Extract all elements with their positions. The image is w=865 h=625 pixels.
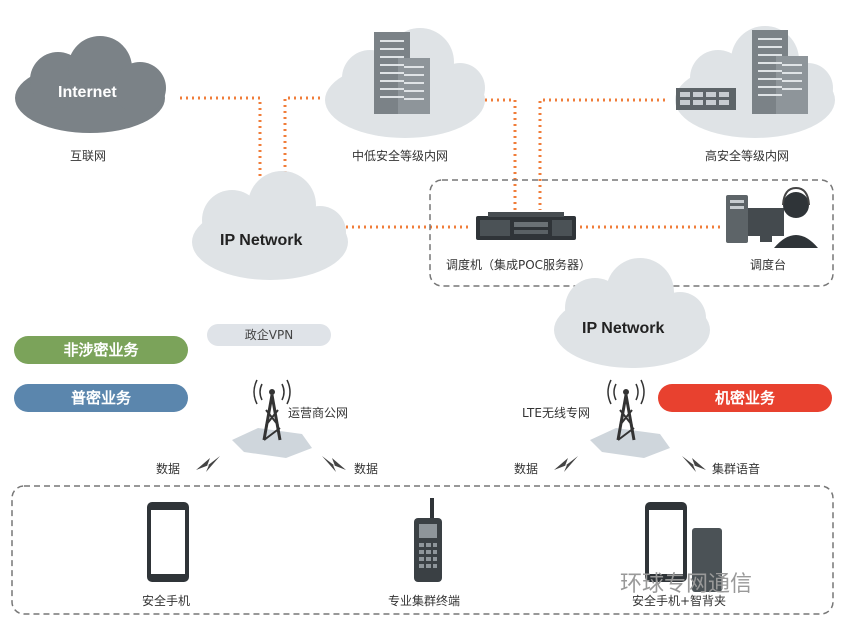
watermark-text: 环球专网通信: [620, 572, 753, 597]
ip-network-right-title: IP Network: [582, 320, 665, 337]
dispatcher-label: 调度机（集成POC服务器）: [446, 258, 592, 272]
internet-cloud: [15, 36, 166, 133]
radio-terminal-icon: [414, 498, 442, 582]
secure-phone-label: 安全手机: [142, 594, 191, 608]
general-classified-badge: 普密业务: [14, 384, 188, 412]
data-label: 数据: [354, 462, 379, 476]
bolt-icon: [322, 456, 346, 472]
internet-label: 互联网: [70, 149, 107, 163]
building-server-icon: [676, 30, 808, 114]
ip-network-left-cloud: [192, 171, 348, 280]
lte-private-label: LTE无线专网: [522, 406, 590, 420]
public-net-label: 运营商公网: [288, 406, 349, 420]
high-security-net-label: 高安全等级内网: [705, 149, 790, 163]
trunk-terminal-label: 专业集群终端: [388, 594, 461, 608]
low-security-net-label: 中低安全等级内网: [352, 149, 449, 163]
building-icon: [374, 32, 430, 114]
ip-network-right-cloud: [554, 258, 710, 368]
trunk-voice-label: 集群语音: [712, 462, 761, 476]
server-icon: [476, 212, 576, 240]
lte-tower-icon: [590, 379, 670, 458]
operator-console-icon: [726, 186, 818, 248]
non-classified-badge: 非涉密业务: [14, 336, 188, 364]
bolt-icon: [196, 456, 220, 472]
console-label: 调度台: [750, 258, 787, 272]
link-lowsec-dispatcher: [485, 98, 517, 210]
link-internet-ipnet: [180, 96, 262, 180]
internet-cloud-title: Internet: [58, 84, 117, 101]
data-label: 数据: [514, 462, 539, 476]
confidential-badge: 机密业务: [658, 384, 832, 412]
bolt-icon: [682, 456, 706, 472]
bolt-icon: [554, 456, 578, 472]
link-highsec-dispatcher: [538, 98, 665, 210]
data-label: 数据: [156, 462, 181, 476]
public-net-tower-icon: [232, 379, 312, 458]
phone-sleeve-label: 安全手机+智背夹: [632, 594, 727, 608]
ip-network-left-title: IP Network: [220, 232, 303, 249]
link-lowsec-ipnet: [283, 96, 320, 180]
orange-links: [180, 96, 720, 229]
phone-sleeve-icon: [645, 502, 722, 592]
phone-icon: [147, 502, 189, 582]
gov-vpn-tag: 政企VPN: [207, 324, 331, 346]
